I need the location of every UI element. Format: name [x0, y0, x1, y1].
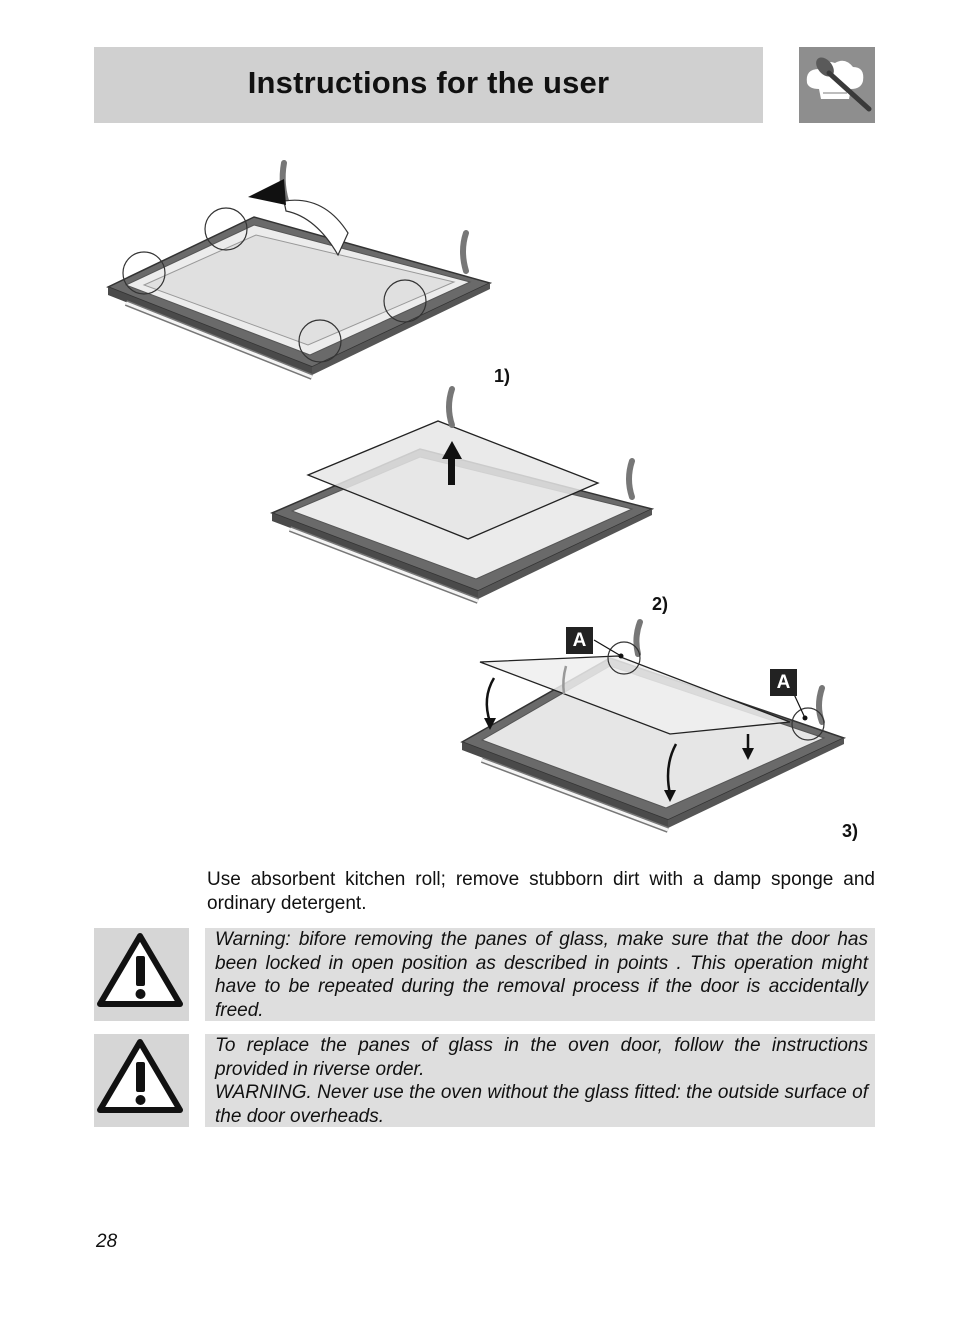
chef-hat-spoon-icon — [799, 47, 875, 123]
figure-step-2 — [268, 385, 658, 610]
warning-box: To replace the panes of glass in the ove… — [94, 1034, 875, 1127]
step-label: 3) — [842, 821, 859, 841]
warning-box: Warning: bifore removing the panes of gl… — [94, 928, 875, 1021]
figure-step-3 — [458, 618, 850, 840]
page-number: 28 — [96, 1231, 118, 1252]
warning-triangle-icon — [97, 933, 183, 1007]
intro-paragraph: Use absorbent kitchen roll; remove stubb… — [207, 869, 875, 914]
step-label: 2) — [652, 594, 669, 614]
warning-triangle-icon — [97, 1039, 183, 1113]
warning-text: WARNING. Never use the oven without the … — [215, 1082, 868, 1127]
step-label: 1) — [494, 366, 511, 386]
page-title: Instructions for the user — [247, 65, 610, 100]
warning-text: Warning: bifore removing the panes of gl… — [215, 929, 868, 1021]
warning-text: To replace the panes of glass in the ove… — [215, 1035, 868, 1080]
callout-label: A — [770, 669, 797, 696]
figure-step-1 — [104, 155, 494, 385]
header-bar: Instructions for the user — [94, 47, 763, 123]
callout-label: A — [566, 627, 593, 654]
